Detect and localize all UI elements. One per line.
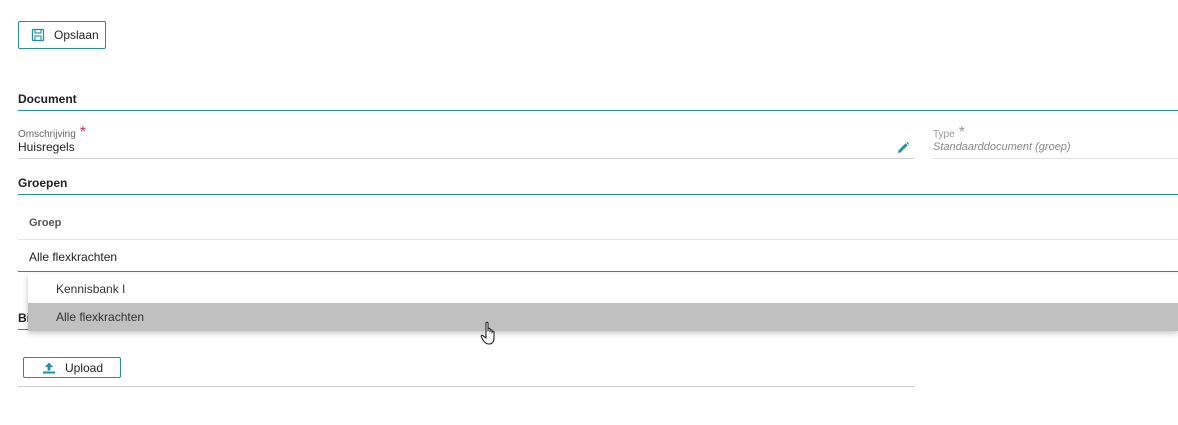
type-label: Type* [933,124,965,141]
required-asterisk: * [79,124,87,141]
floppy-disk-icon [31,28,45,42]
type-underline [933,158,1178,159]
groep-dropdown-list: Kennisbank I Alle flexkrachten [28,274,1178,331]
pencil-icon[interactable] [896,141,910,155]
column-header-groep: Groep [29,217,62,229]
table-header-divider [18,239,1178,240]
section-divider-document [18,110,1178,111]
omschrijving-underline [18,158,915,159]
omschrijving-input[interactable]: Huisregels [18,140,75,154]
section-title-document: Document [18,92,77,106]
required-asterisk: * [958,124,965,141]
type-value: Standaarddocument (groep) [933,141,1071,153]
section-title-bijlage: Bi [18,311,30,325]
upload-icon [42,362,56,374]
groep-select-underline [18,271,1178,272]
upload-button[interactable]: Upload [23,357,121,378]
dropdown-option-kennisbank[interactable]: Kennisbank I [56,282,126,296]
section-title-groepen: Groepen [18,176,68,190]
section-divider-groepen [18,194,1178,195]
omschrijving-label: Omschrijving* [18,124,87,141]
dropdown-option-alle-flexkrachten[interactable]: Alle flexkrachten [28,303,1178,331]
hand-cursor-icon [480,321,500,347]
upload-underline [18,386,915,387]
save-button-label: Opslaan [54,28,99,42]
upload-button-label: Upload [65,360,104,375]
save-button[interactable]: Opslaan [18,21,106,49]
groep-select-input[interactable]: Alle flexkrachten [29,250,118,264]
